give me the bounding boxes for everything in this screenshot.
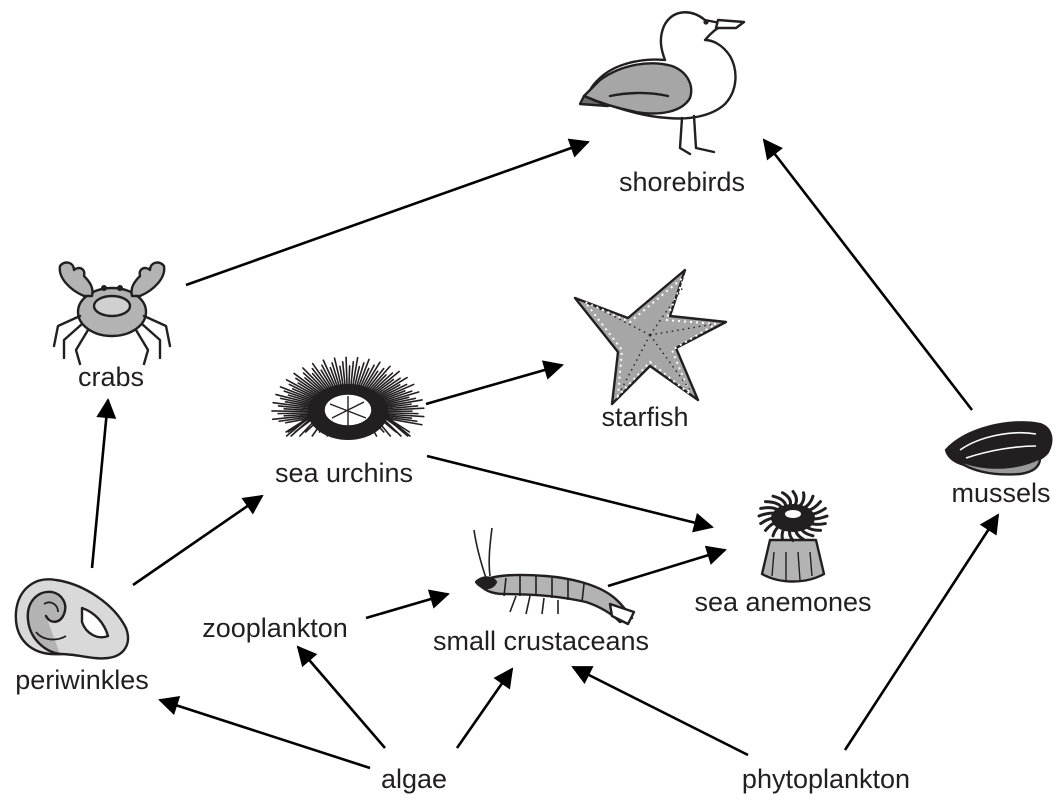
label-small-crustaceans: small crustaceans [433, 626, 649, 656]
arrow-zooplankton-to-small-crustaceans [366, 594, 448, 618]
label-shorebirds: shorebirds [619, 167, 745, 197]
label-mussels: mussels [951, 478, 1050, 508]
arrow-sea-urchins-to-sea-anemones [427, 456, 712, 527]
sea-urchin-icon [272, 357, 424, 440]
arrow-sea-urchins-to-starfish [426, 365, 562, 404]
arrow-algae-to-periwinkles [160, 700, 370, 768]
label-algae: algae [381, 764, 447, 794]
arrow-algae-to-small-crustaceans [457, 669, 512, 748]
arrow-crabs-to-shorebirds [186, 142, 588, 285]
label-phytoplankton: phytoplankton [742, 764, 910, 794]
starfish-icon [575, 270, 726, 404]
arrow-phytoplankton-to-small-crustaceans [573, 667, 748, 755]
shorebird-icon [580, 12, 744, 154]
label-starfish: starfish [601, 402, 688, 432]
arrow-periwinkles-to-sea-urchins [133, 496, 262, 585]
periwinkle-icon [16, 579, 128, 658]
mussel-icon [946, 422, 1051, 474]
arrows-group [92, 140, 998, 768]
sea-anemone-icon [759, 492, 827, 582]
arrow-small-crustaceans-to-sea-anemones [608, 550, 725, 586]
label-sea-anemones: sea anemones [694, 587, 871, 617]
labels-group: shorebirds crabs starfish sea urchins mu… [15, 167, 1050, 794]
arrow-algae-to-zooplankton [298, 647, 385, 748]
label-zooplankton: zooplankton [202, 613, 348, 643]
label-crabs: crabs [78, 362, 144, 392]
arrow-periwinkles-to-crabs [92, 400, 108, 568]
arrow-mussels-to-shorebirds [764, 140, 972, 410]
arrow-phytoplankton-to-mussels [845, 515, 998, 750]
label-sea-urchins: sea urchins [275, 458, 413, 488]
crab-icon [54, 263, 170, 364]
shrimp-icon [474, 528, 634, 624]
label-periwinkles: periwinkles [15, 665, 149, 695]
